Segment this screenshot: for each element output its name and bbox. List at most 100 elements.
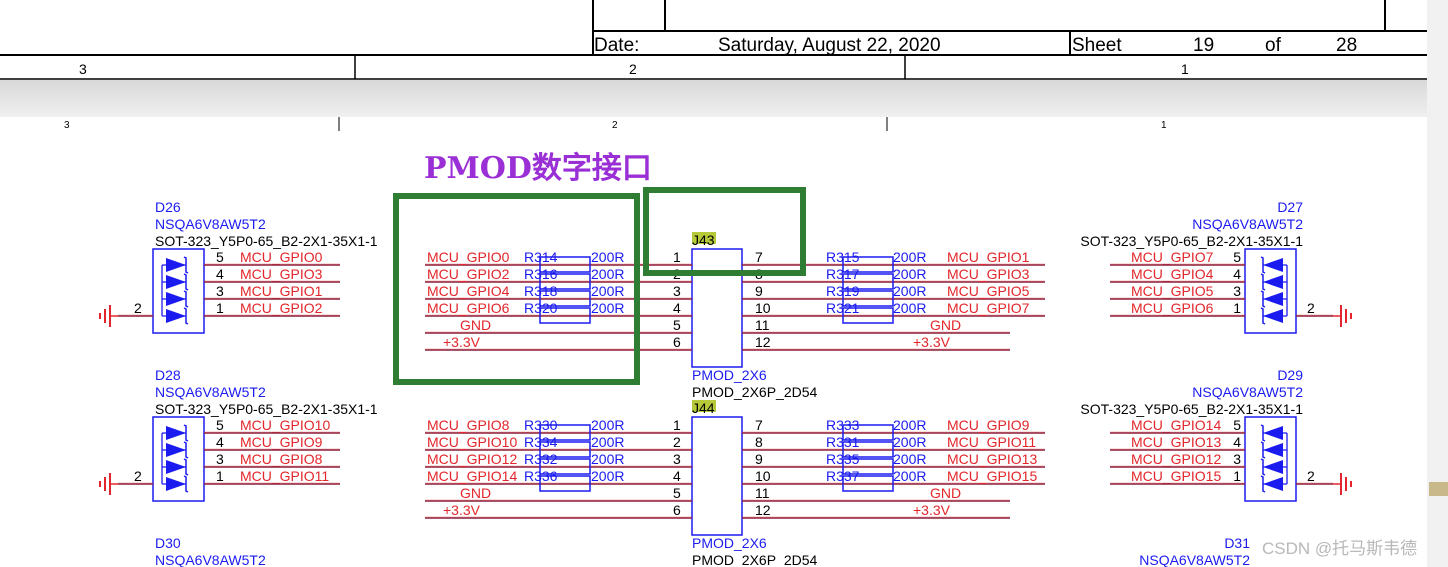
- sheet-number: 19: [1193, 35, 1214, 56]
- scrollbar-thumb[interactable]: [1429, 482, 1448, 496]
- net-label: MCU_GPIO15: [947, 468, 1037, 484]
- resistor-value: 200R: [591, 451, 624, 467]
- pin-number: 5: [673, 317, 681, 333]
- pin-number: 4: [1233, 434, 1241, 450]
- net-label: MCU_GPIO1: [947, 249, 1030, 265]
- resistor-value: 200R: [893, 300, 926, 316]
- footprint: SOT-323_Y5P0-65_B2-2X1-35X1-1: [155, 233, 378, 249]
- net-label: MCU_GPIO12: [1131, 451, 1221, 467]
- resistor-icon: [539, 458, 591, 475]
- pin-number: 4: [673, 468, 681, 484]
- resistor-icon: [842, 475, 894, 492]
- net-label: MCU_GPIO0: [427, 249, 510, 265]
- resistor-value: 200R: [591, 266, 624, 282]
- pin-number: 2: [1307, 300, 1315, 316]
- highlight-box: [643, 187, 806, 276]
- resistor-icon: [842, 424, 894, 441]
- zener-bar: [183, 290, 189, 308]
- net-label: MCU_GPIO5: [1131, 283, 1214, 299]
- net-label: +3.3V: [443, 334, 481, 350]
- net-label: MCU_GPIO0: [240, 249, 323, 265]
- pin-number: 12: [755, 334, 771, 350]
- pin-number: 1: [1233, 468, 1241, 484]
- net-label: MCU_GPIO2: [427, 266, 510, 282]
- pin-number: 2: [1307, 468, 1315, 484]
- connector-designator: J43: [692, 232, 715, 248]
- net-label: MCU_GPIO11: [240, 468, 329, 484]
- pin-number: 7: [755, 249, 763, 265]
- pin-number: 1: [216, 468, 224, 484]
- vertical-scrollbar[interactable]: [1427, 0, 1448, 567]
- net-label: MCU_GPIO6: [1131, 300, 1214, 316]
- zener-bar: [1260, 424, 1266, 442]
- sheet-total: 28: [1336, 35, 1357, 56]
- net-label: MCU_GPIO5: [947, 283, 1030, 299]
- part-number: NSQA6V8AW5T2: [155, 384, 266, 400]
- pin-number: 9: [755, 451, 763, 467]
- pin-number: 2: [134, 300, 142, 316]
- watermark: CSDN @托马斯韦德: [1262, 539, 1417, 558]
- highlight-box: [393, 193, 640, 385]
- pin-number: 2: [673, 434, 681, 450]
- pin-number: 8: [755, 434, 763, 450]
- zener-bar: [1260, 256, 1266, 274]
- resistor-value: 200R: [591, 300, 624, 316]
- date-label: Date:: [594, 35, 639, 56]
- pin-number: 1: [1233, 300, 1241, 316]
- resistor-value: 200R: [893, 468, 926, 484]
- zener-bar: [1260, 290, 1266, 308]
- resistor-value: 200R: [591, 249, 624, 265]
- resistor-icon: [539, 290, 591, 307]
- net-label: +3.3V: [913, 334, 951, 350]
- net-label: MCU_GPIO13: [1131, 434, 1221, 450]
- title-block: [0, 0, 1427, 131]
- pin-number: 1: [216, 300, 224, 316]
- net-label: MCU_GPIO8: [427, 417, 510, 433]
- diode-array-body: [1244, 416, 1297, 502]
- part-number: NSQA6V8AW5T2: [155, 552, 266, 567]
- zener-bar: [1260, 273, 1266, 291]
- designator: D28: [155, 367, 181, 383]
- pin-number: 4: [216, 434, 224, 450]
- diode-array-body: [152, 416, 205, 502]
- net-label: GND: [930, 317, 961, 333]
- net-label: MCU_GPIO1: [240, 283, 323, 299]
- zener-bar: [1260, 441, 1266, 459]
- resistor-icon: [539, 475, 591, 492]
- resistor-icon: [539, 256, 591, 273]
- net-label: MCU_GPIO3: [240, 266, 323, 282]
- resistor-value: 200R: [893, 283, 926, 299]
- pin-number: 5: [673, 485, 681, 501]
- connector-body: [691, 248, 743, 368]
- footprint: SOT-323_Y5P0-65_B2-2X1-35X1-1: [1080, 401, 1303, 417]
- zone-label: 1: [1161, 120, 1167, 131]
- net-label: MCU_GPIO10: [427, 434, 517, 450]
- connector-footprint: PMOD_2X6P_2D54: [692, 384, 818, 400]
- net-label: MCU_GPIO13: [947, 451, 1037, 467]
- resistor-value: 200R: [591, 468, 624, 484]
- diode-array-body: [152, 248, 205, 334]
- net-label: MCU_GPIO14: [427, 468, 517, 484]
- pin-number: 9: [755, 283, 763, 299]
- zener-bar: [1260, 307, 1266, 325]
- zener-bar: [183, 307, 189, 325]
- pin-number: 3: [216, 451, 224, 467]
- zener-bar: [183, 458, 189, 476]
- pin-number: 3: [1233, 283, 1241, 299]
- net-label: MCU_GPIO9: [947, 417, 1030, 433]
- zone-label: 2: [629, 61, 637, 77]
- net-label: MCU_GPIO15: [1131, 468, 1221, 484]
- resistor-value: 200R: [893, 451, 926, 467]
- connector-body: [691, 416, 743, 536]
- part-number: NSQA6V8AW5T2: [1192, 216, 1303, 232]
- pin-number: 12: [755, 502, 771, 518]
- pin-number: 5: [1233, 249, 1241, 265]
- pin-number: 4: [673, 300, 681, 316]
- net-label: MCU_GPIO12: [427, 451, 517, 467]
- pin-number: 7: [755, 417, 763, 433]
- resistor-value: 200R: [893, 266, 926, 282]
- net-label: GND: [460, 485, 491, 501]
- pin-number: 1: [673, 417, 681, 433]
- resistor-icon: [842, 458, 894, 475]
